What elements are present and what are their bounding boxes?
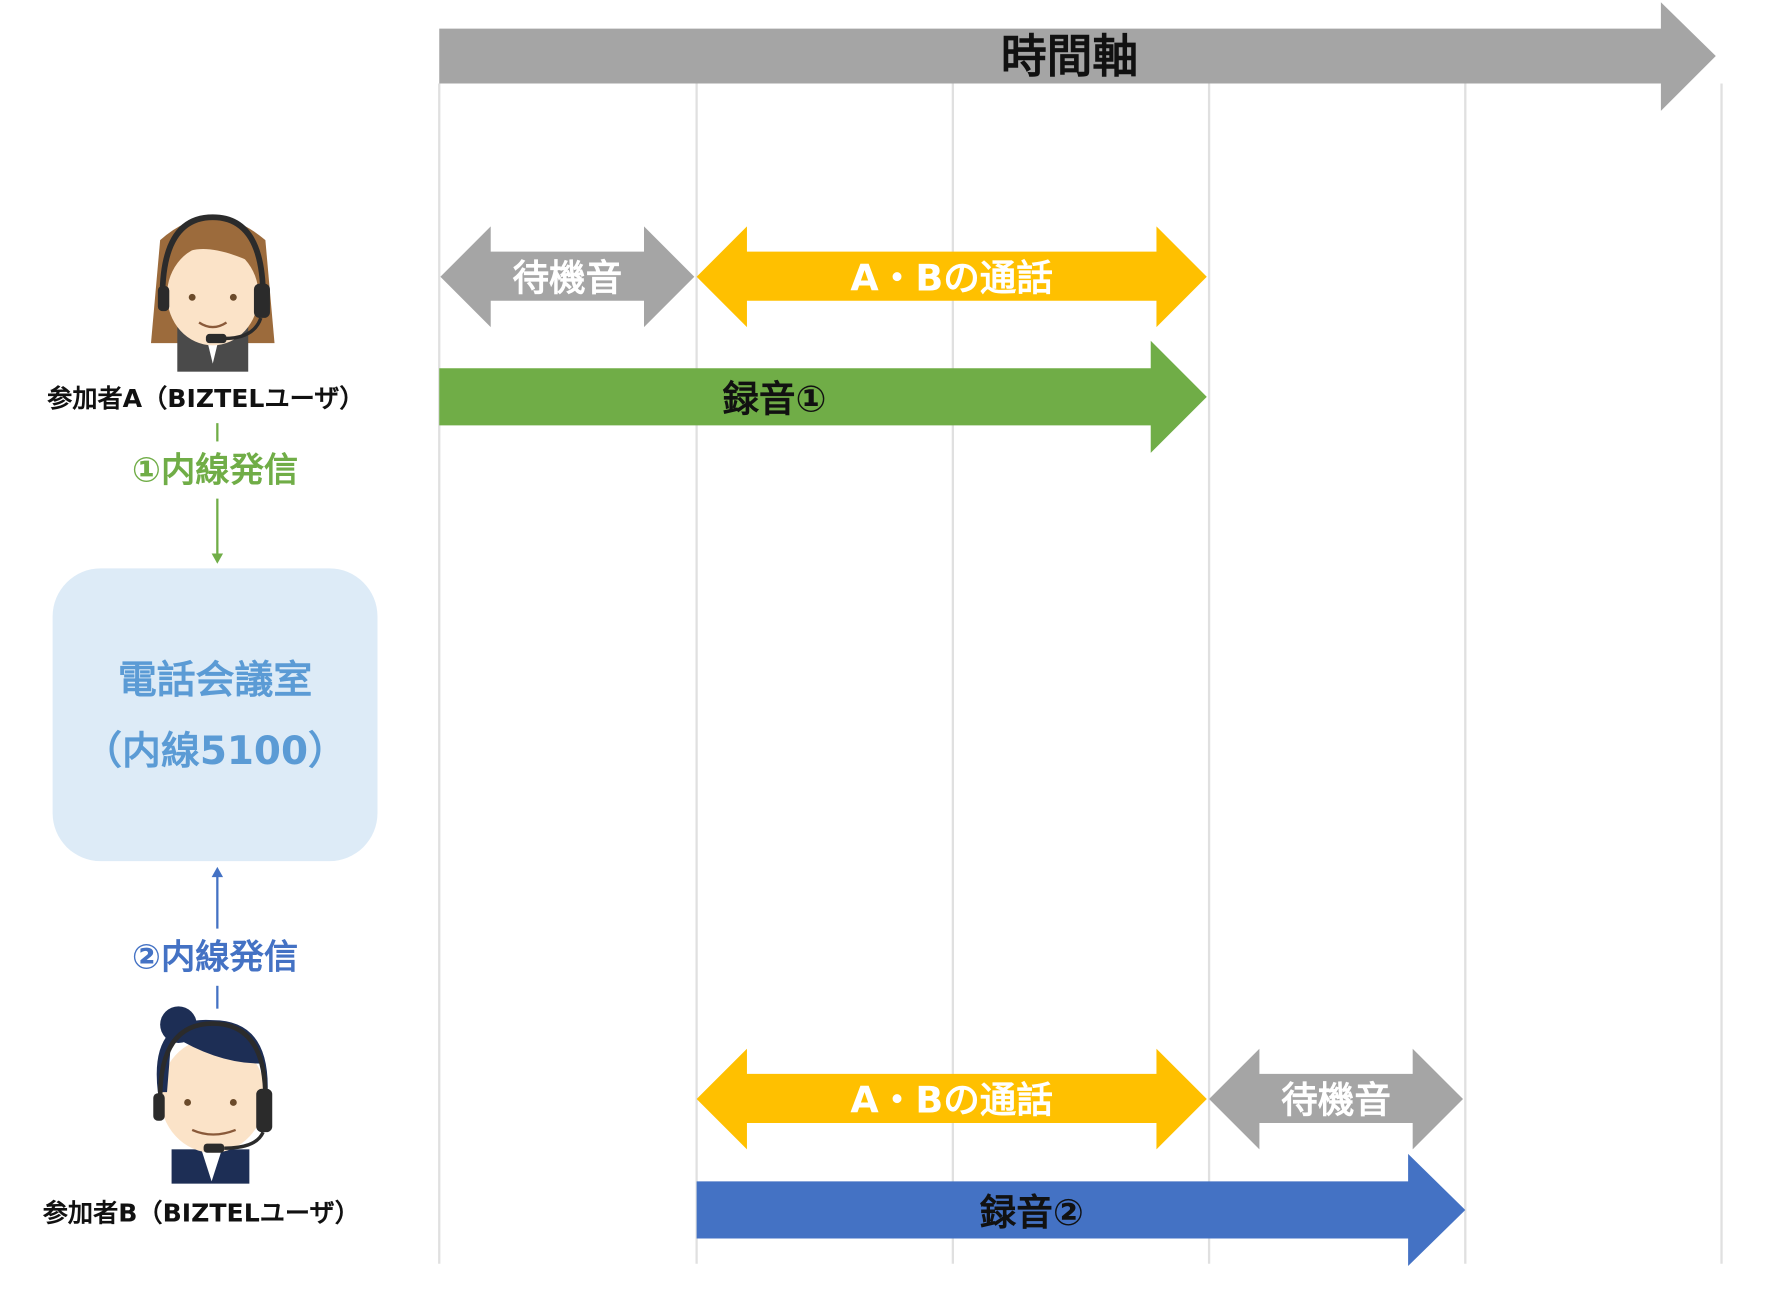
- a-call-label: A・Bの通話: [850, 256, 1053, 299]
- conference-room-box: [52, 568, 378, 862]
- b-call-label: A・Bの通話: [850, 1079, 1053, 1122]
- call-2-label: ②内線発信: [132, 938, 298, 978]
- a-waiting-arrow: [440, 226, 695, 328]
- participant-a-avatar-icon: [150, 214, 275, 372]
- time-axis-arrow: [439, 2, 1716, 111]
- conference-room-extension: （内線5100）: [83, 729, 347, 774]
- call-1-label: ①内線発信: [132, 450, 298, 490]
- recording-2-label: 録音②: [980, 1191, 1084, 1234]
- participant-a-label: 参加者A（BIZTELユーザ）: [47, 384, 364, 413]
- participant-b-label: 参加者B（BIZTELユーザ）: [43, 1198, 360, 1227]
- conference-room-title: 電話会議室: [118, 658, 312, 703]
- b-waiting-label: 待機音: [1281, 1079, 1391, 1122]
- call-2-arrowhead-icon: [211, 866, 224, 878]
- call-1-arrowhead-icon: [211, 553, 224, 564]
- recording-1-label: 録音①: [722, 378, 826, 421]
- recording-2-arrow: [696, 1153, 1466, 1266]
- recording-1-arrow: [439, 340, 1207, 453]
- a-waiting-label: 待機音: [512, 256, 622, 299]
- time-axis-title: 時間軸: [1001, 30, 1138, 83]
- participant-b-avatar-icon: [153, 1006, 273, 1184]
- a-call-arrow: [696, 226, 1207, 328]
